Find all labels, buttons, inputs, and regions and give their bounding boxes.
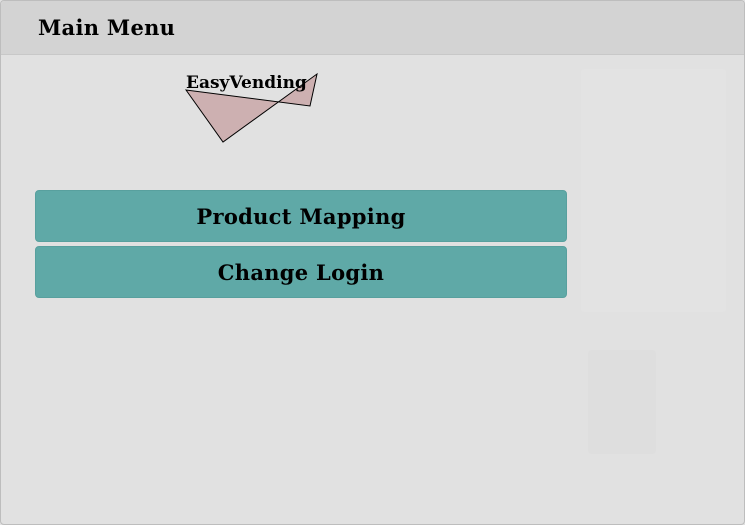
logo-shape-icon (184, 72, 318, 143)
product-mapping-button[interactable]: Product Mapping (35, 190, 567, 242)
side-panel (581, 69, 726, 312)
change-login-button[interactable]: Change Login (35, 246, 567, 298)
logo-text: EasyVending (186, 73, 307, 93)
page-title: Main Menu (38, 15, 176, 40)
header-bar: Main Menu (1, 1, 744, 55)
easyvending-logo: EasyVending (184, 71, 324, 145)
side-box (588, 350, 656, 454)
